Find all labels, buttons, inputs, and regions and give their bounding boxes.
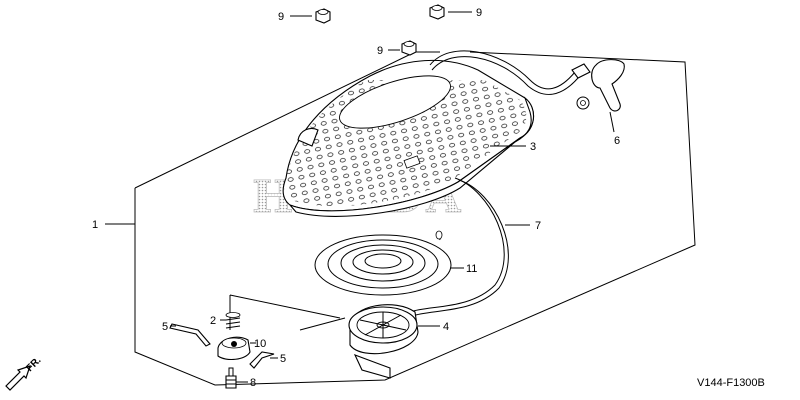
ratchet-pawl — [217, 336, 251, 361]
callout-10: 10 — [254, 338, 266, 350]
callout-6: 6 — [614, 135, 620, 147]
callout-3: 3 — [530, 141, 536, 153]
callout-9-top-left: 9 — [278, 11, 284, 23]
callout-9-middle: 9 — [377, 45, 383, 57]
callout-4: 4 — [443, 321, 449, 333]
callout-9-top-right: 9 — [476, 7, 482, 19]
flange-nut-middle — [401, 40, 417, 56]
starter-rope-upper — [429, 50, 579, 95]
recoil-spring — [314, 230, 452, 296]
front-direction-arrow-icon — [5, 365, 31, 391]
assembly-boundary — [134, 51, 696, 386]
callout-7: 7 — [535, 220, 541, 232]
diagram-code: V144-F1300B — [697, 377, 765, 389]
callout-2: 2 — [210, 315, 216, 327]
pawl-spring — [225, 312, 241, 329]
callout-8: 8 — [250, 377, 256, 389]
pawl-subgroup-boundary — [229, 294, 346, 331]
setting-bolt — [225, 367, 237, 389]
starter-cover — [282, 59, 534, 217]
friction-spring-right — [249, 351, 275, 369]
starter-reel — [348, 304, 419, 379]
leader-lines — [105, 11, 615, 383]
callout-5-right: 5 — [280, 353, 286, 365]
callout-11: 11 — [466, 263, 477, 275]
callout-1: 1 — [92, 219, 98, 231]
friction-spring-left — [169, 323, 211, 347]
starter-grip — [571, 59, 625, 112]
starter-rope — [409, 177, 509, 317]
callout-5-left: 5 — [162, 321, 168, 333]
flange-nut-top-left — [315, 8, 331, 24]
flange-nut-top-right — [429, 4, 445, 20]
